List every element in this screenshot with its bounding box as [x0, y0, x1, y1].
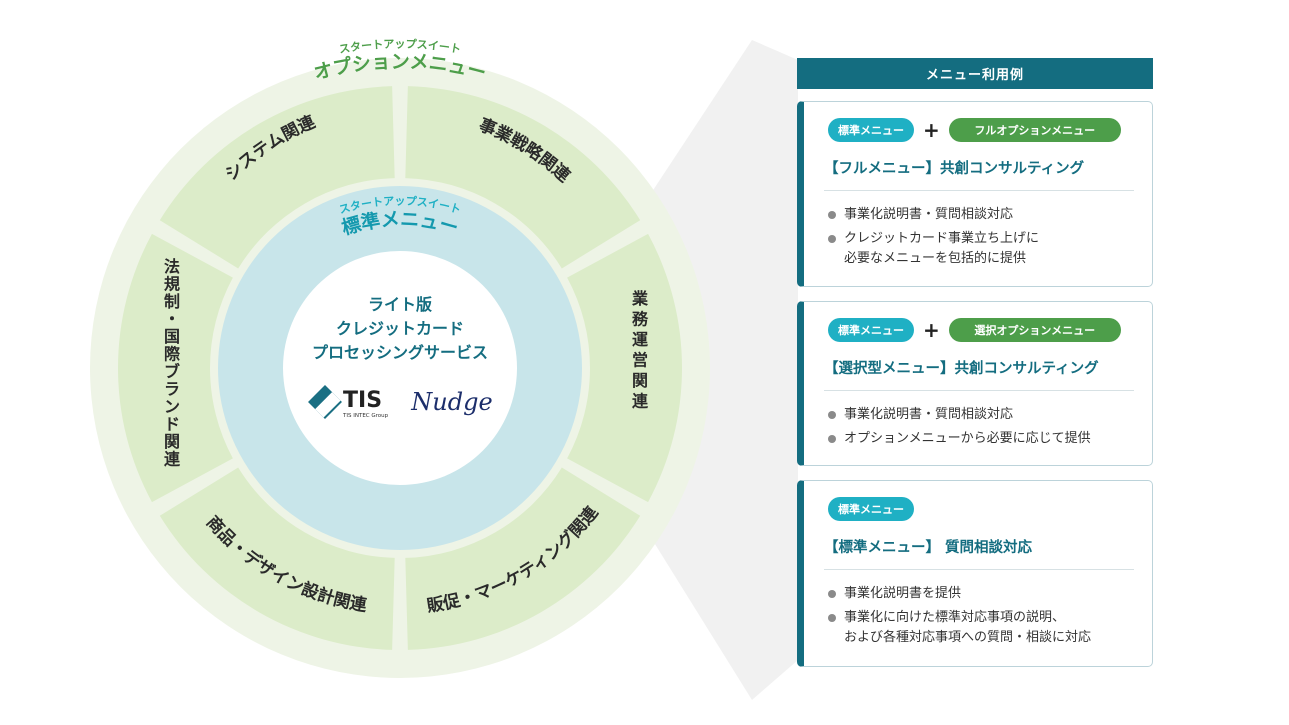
outer-subtitle: スタートアップスイート: [338, 37, 462, 56]
bullet-item: 事業化説明書・質問相談対応: [828, 405, 1091, 425]
pill-standard-menu: 標準メニュー: [828, 318, 914, 342]
card-title: 【選択型メニュー】共創コンサルティング: [824, 361, 1099, 377]
tis-logo: TIS TIS INTEC Group: [308, 385, 389, 419]
option-segment: [159, 467, 395, 650]
nudge-logo: Nudge: [410, 388, 492, 416]
pill-standard-menu: 標準メニュー: [828, 118, 914, 142]
card-divider: [824, 190, 1134, 191]
card-divider: [824, 569, 1134, 570]
center-disc: [283, 251, 517, 485]
option-segment: [117, 233, 233, 503]
segment-label-operations: 業務運営関連: [631, 289, 649, 411]
center-line-2: クレジットカード: [336, 319, 464, 338]
bullet-list: 事業化説明書を提供 事業化に向けた標準対応事項の説明、 および各種対応事項への質…: [828, 584, 1091, 652]
option-segment: [567, 233, 683, 503]
bullet-item: 事業化説明書を提供: [828, 584, 1091, 604]
plus-icon: +: [923, 118, 940, 142]
pill-group: 標準メニュー: [828, 497, 914, 521]
menu-card-full: 標準メニュー + フルオプションメニュー 【フルメニュー】共創コンサルティング …: [797, 101, 1153, 287]
option-segment: [405, 86, 641, 269]
card-title: 【標準メニュー】 質問相談対応: [824, 540, 1033, 556]
card-title: 【フルメニュー】共創コンサルティング: [824, 161, 1085, 177]
segment-label-regulation: 法規制・国際ブランド関連: [164, 257, 181, 469]
svg-text:TIS INTEC Group: TIS INTEC Group: [342, 413, 389, 419]
pill-full-option-menu: フルオプションメニュー: [948, 118, 1121, 142]
pill-group: 標準メニュー + フルオプションメニュー: [828, 118, 1121, 142]
menu-card-selective: 標準メニュー + 選択オプションメニュー 【選択型メニュー】共創コンサルティング…: [797, 301, 1153, 466]
bullet-item: オプションメニューから必要に応じて提供: [828, 429, 1091, 449]
connector-wedge: [640, 40, 798, 700]
option-segment: [159, 86, 395, 269]
pill-selective-option-menu: 選択オプションメニュー: [948, 318, 1121, 342]
bullet-item: クレジットカード事業立ち上げに 必要なメニューを包括的に提供: [828, 229, 1039, 269]
bullet-list: 事業化説明書・質問相談対応 クレジットカード事業立ち上げに 必要なメニューを包括…: [828, 205, 1039, 273]
menu-examples-header: メニュー利用例: [797, 58, 1153, 89]
bullet-item: 事業化説明書・質問相談対応: [828, 205, 1039, 225]
svg-text:Nudge: Nudge: [410, 388, 492, 416]
bullet-item: 事業化に向けた標準対応事項の説明、 および各種対応事項への質問・相談に対応: [828, 608, 1091, 648]
svg-text:TIS: TIS: [343, 388, 382, 413]
center-line-1: ライト版: [368, 295, 432, 314]
menu-card-standard: 標準メニュー 【標準メニュー】 質問相談対応 事業化説明書を提供 事業化に向けた…: [797, 480, 1153, 667]
card-divider: [824, 390, 1134, 391]
option-segments: [117, 86, 683, 650]
center-line-3: プロセッシングサービス: [312, 343, 488, 362]
bullet-list: 事業化説明書・質問相談対応 オプションメニューから必要に応じて提供: [828, 405, 1091, 453]
plus-icon: +: [923, 318, 940, 342]
pill-group: 標準メニュー + 選択オプションメニュー: [828, 318, 1121, 342]
option-segment: [405, 467, 641, 650]
pill-standard-menu: 標準メニュー: [828, 497, 914, 521]
